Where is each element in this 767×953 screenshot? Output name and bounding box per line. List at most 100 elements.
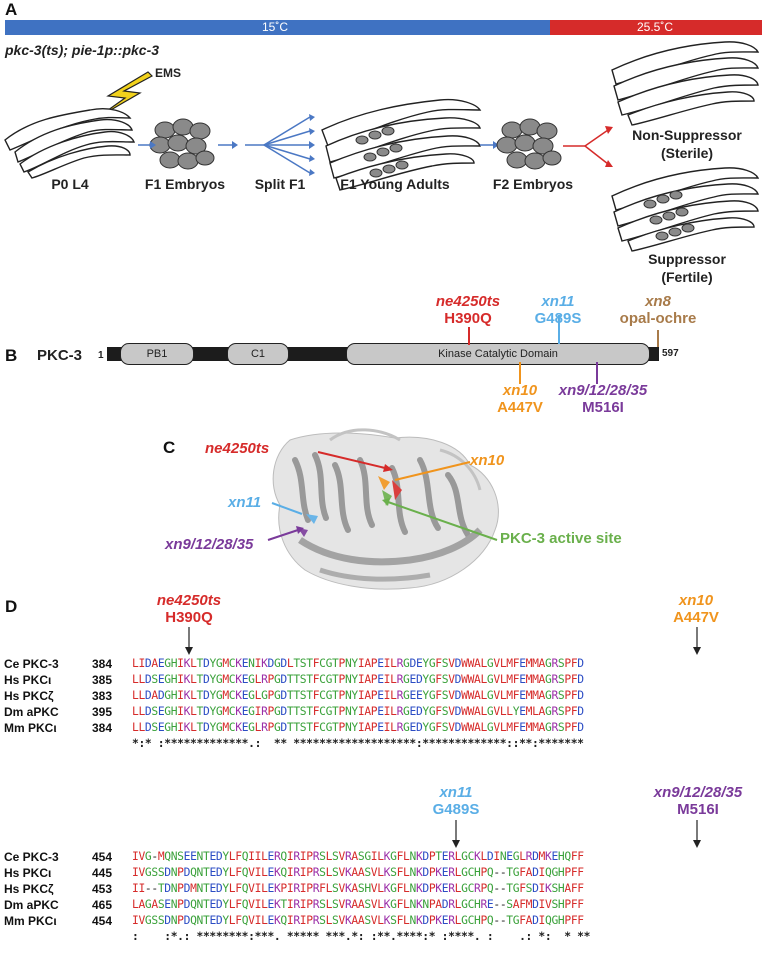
seq-name: Hs PKCζ bbox=[4, 689, 54, 703]
seq-name: Hs PKCι bbox=[4, 866, 52, 880]
seq-start-number: 453 bbox=[92, 882, 113, 896]
seq-start-number: 385 bbox=[92, 673, 113, 687]
outcome-non-suppressor-line1: Non-Suppressor bbox=[632, 127, 742, 143]
d-block2-arrows bbox=[452, 820, 701, 848]
d-block1-arrows bbox=[185, 627, 701, 655]
d-change-h390q: H390Q bbox=[165, 609, 213, 626]
b-allele-xn10: xn10 bbox=[502, 382, 538, 399]
stage-f1-embryos: F1 Embryos bbox=[144, 176, 226, 192]
d-change-g489s: G489S bbox=[432, 801, 480, 818]
b-mutation-xn10: xn10 A447V bbox=[490, 382, 550, 416]
d-mutation-ne4250: ne4250ts H390Q bbox=[139, 592, 239, 626]
seq-start-number: 395 bbox=[92, 705, 113, 719]
temp-high-label: 25.5˚C bbox=[636, 20, 674, 34]
seq-start-number: 454 bbox=[92, 850, 113, 864]
stage-f2-embryos: F2 Embryos bbox=[492, 176, 574, 192]
genotype-label: pkc-3(ts); pie-1p::pkc-3 bbox=[5, 42, 160, 58]
c-label-xn11: xn11 bbox=[228, 494, 262, 511]
d-mutation-xn9: xn9/12/28/35 M516I bbox=[648, 784, 748, 818]
seq-start-number: 383 bbox=[92, 689, 113, 703]
temperature-bar-15c bbox=[5, 20, 550, 35]
seq-start-number: 465 bbox=[92, 898, 113, 912]
seq-name: Dm aPKC bbox=[4, 705, 59, 719]
seq-start-number: 454 bbox=[92, 914, 113, 928]
protein-ribbon-image bbox=[272, 428, 499, 590]
lightning-bolt-icon bbox=[96, 71, 153, 119]
c-label-active-site: PKC-3 active site bbox=[500, 530, 622, 547]
domain-pb1: PB1 bbox=[120, 343, 194, 365]
b-mutation-xn8: xn8 opal-ochre bbox=[608, 293, 708, 327]
seq-name: Mm PKCι bbox=[4, 914, 57, 928]
d-mutation-xn11: xn11 G489S bbox=[426, 784, 486, 818]
protein-start: 1 bbox=[98, 350, 104, 361]
temperature-bar-25c bbox=[550, 20, 762, 35]
stage-split-f1: Split F1 bbox=[254, 176, 306, 192]
b-change-opal-ochre: opal-ochre bbox=[619, 310, 697, 327]
tick-g489s bbox=[558, 315, 560, 344]
outcome-non-suppressor: Non-Suppressor (Sterile) bbox=[612, 126, 762, 162]
panel-a-illustration bbox=[4, 41, 760, 252]
protein-structure-illustration bbox=[267, 428, 499, 590]
sequence-row: LIDAEGHIKLTDYGMCKENIKDGDLTSTFCGTPNYIAPEI… bbox=[132, 657, 584, 670]
stage-p0-l4: P0 L4 bbox=[51, 176, 89, 192]
panel-b-label: B bbox=[5, 346, 18, 365]
f2-embryos-icon bbox=[496, 118, 562, 170]
b-change-g489s: G489S bbox=[534, 310, 582, 327]
b-mutation-xn9: xn9/12/28/35 M516I bbox=[553, 382, 653, 416]
tick-a447v bbox=[519, 362, 521, 384]
b-mutation-ne4250: ne4250ts H390Q bbox=[418, 293, 518, 327]
d-allele-xn10: xn10 bbox=[678, 592, 714, 609]
seq-start-number: 384 bbox=[92, 657, 113, 671]
d-allele-xn11: xn11 bbox=[439, 784, 473, 801]
panel-d-label: D bbox=[5, 597, 18, 616]
d-change-a447v: A447V bbox=[673, 609, 719, 626]
c-label-ne4250ts: ne4250ts bbox=[205, 440, 270, 457]
sequence-row: LLDADGHIKLTDYGMCKEGLGPGDTTSTFCGTPNYIAPEI… bbox=[132, 689, 584, 702]
domain-kinase: Kinase Catalytic Domain bbox=[346, 343, 650, 365]
d-allele-xn9: xn9/12/28/35 bbox=[653, 784, 743, 801]
consensus-row: *:* :*************.: ** ****************… bbox=[132, 737, 584, 750]
seq-start-number: 445 bbox=[92, 866, 113, 880]
sequence-row: IVG-MQNSEENTEDYLFQIILERQIRIPRSLSVRASGILK… bbox=[132, 850, 584, 863]
c-label-xn9: xn9/12/28/35 bbox=[165, 536, 254, 553]
domain-c1: C1 bbox=[227, 343, 289, 365]
b-allele-xn11: xn11 bbox=[541, 293, 575, 310]
protein-end: 597 bbox=[662, 348, 679, 359]
f1-adults-icon bbox=[321, 98, 482, 191]
b-change-h390q: H390Q bbox=[444, 310, 492, 327]
outcome-suppressor-line1: Suppressor bbox=[648, 251, 726, 267]
b-allele-xn8: xn8 bbox=[645, 293, 671, 310]
d-change-m516i: M516I bbox=[677, 801, 719, 818]
outcome-non-suppressor-line2: (Sterile) bbox=[660, 145, 714, 161]
d-mutation-xn10: xn10 A447V bbox=[666, 592, 726, 626]
tick-m516i bbox=[596, 362, 598, 384]
outcome-suppressor-line2: (Fertile) bbox=[661, 269, 713, 285]
b-allele-xn9: xn9/12/28/35 bbox=[558, 382, 648, 399]
seq-name: Ce PKC-3 bbox=[4, 657, 59, 671]
seq-name: Hs PKCζ bbox=[4, 882, 54, 896]
c-label-xn10: xn10 bbox=[470, 452, 505, 469]
tick-h390q bbox=[468, 327, 470, 345]
stage-f1-young-adults: F1 Young Adults bbox=[340, 176, 450, 192]
seq-name: Ce PKC-3 bbox=[4, 850, 59, 864]
sequence-row: LLDSEGHIKLTDYGMCKEGIRPGDTTSTFCGTPNYIAPEI… bbox=[132, 705, 584, 718]
b-change-a447v: A447V bbox=[497, 399, 543, 416]
sequence-row: LAGASENPDQNTEDYLFQVILEKTIRIPRSLSVRAASVLK… bbox=[132, 898, 584, 911]
f1-embryos-icon bbox=[149, 118, 215, 170]
b-mutation-xn11: xn11 G489S bbox=[528, 293, 588, 327]
b-change-m516i: M516I bbox=[582, 399, 624, 416]
outcome-suppressor: Suppressor (Fertile) bbox=[612, 250, 762, 286]
sequence-row: II--TDNPDMNTEDYLFQVILEKPIRIPRFLSVKASHVLK… bbox=[132, 882, 584, 895]
alignment-block-1: Ce PKC-3 384 LIDAEGHIKLTDYGMCKENIKDGDLTSTF… bbox=[0, 657, 767, 757]
seq-name: Mm PKCι bbox=[4, 721, 57, 735]
p0-worms-icon bbox=[4, 108, 135, 179]
tick-xn8 bbox=[657, 330, 659, 347]
split-arrows-icon bbox=[245, 114, 315, 176]
panel-a-label: A bbox=[5, 0, 18, 19]
consensus-row: : :*.: ********:***. ***** ***.*: :**.**… bbox=[132, 930, 591, 943]
b-allele-ne4250: ne4250ts bbox=[435, 293, 501, 310]
panel-c-label: C bbox=[163, 438, 176, 457]
outcome-arrows-icon bbox=[563, 126, 613, 167]
sequence-row: LLDSEGHIKLTDYGMCKEGLRPGDTTSTFCGTPNYIAPEI… bbox=[132, 673, 584, 686]
seq-name: Hs PKCι bbox=[4, 673, 52, 687]
